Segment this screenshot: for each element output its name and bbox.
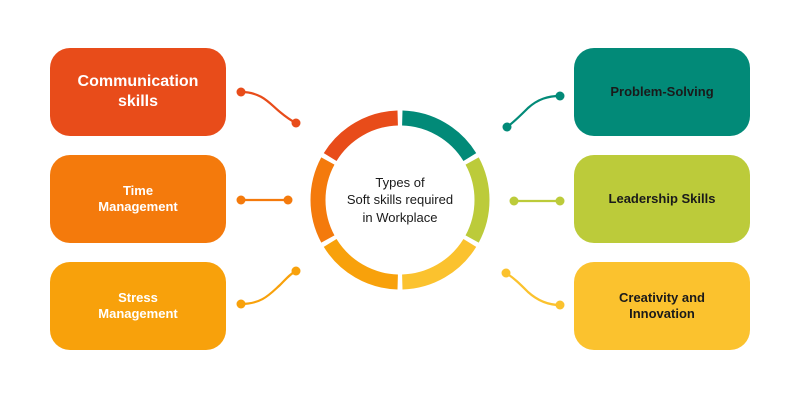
center-title-line-3: in Workplace (362, 209, 438, 225)
skill-box-leadership: Leadership Skills (574, 155, 750, 243)
skill-label: Problem-Solving (610, 83, 714, 99)
connector-dot (555, 91, 565, 101)
ring-segment-leadership (465, 157, 490, 243)
connector-dot (236, 195, 246, 205)
connector-dot (555, 300, 565, 310)
connector-dot (236, 87, 246, 97)
skill-label: Leadership Skills (608, 190, 716, 206)
connector-stress-management (240, 270, 297, 306)
skill-label: Time Management (98, 182, 178, 214)
ring-segment-stress (323, 238, 399, 290)
center-title-line-2: Soft skills required (346, 192, 454, 208)
skill-box-problem-solving: Problem-Solving (574, 48, 750, 136)
center-ring (310, 110, 490, 290)
skill-box-communication: Communication skills (50, 48, 226, 136)
connector-dot (291, 118, 301, 128)
ring-segment-creativity (401, 238, 477, 290)
connector-communication (240, 90, 297, 124)
skill-label: Communication skills (77, 73, 199, 110)
connector-problem-solving (506, 94, 561, 128)
connector-dot (502, 122, 512, 132)
skill-label: Stress Management (98, 289, 178, 321)
connector-dot (501, 268, 511, 278)
connector-dot (236, 299, 246, 309)
ring-segment-problem-solving (401, 110, 477, 162)
ring-segment-time (310, 157, 335, 243)
connector-dot (283, 195, 293, 205)
center-title: Types of Soft skills required in Workpla… (320, 168, 480, 232)
connector-dot (509, 196, 519, 206)
connector-creativity (505, 272, 561, 307)
ring-segment-communication (323, 110, 399, 162)
skill-box-time-management: Time Management (50, 155, 226, 243)
center-title-line-1: Types of (375, 174, 425, 190)
skill-box-stress-management: Stress Management (50, 262, 226, 350)
connector-dot (291, 266, 301, 276)
skill-box-creativity: Creativity and Innovation (574, 262, 750, 350)
skill-label: Creativity and Innovation (619, 289, 705, 321)
connector-dot (555, 196, 565, 206)
